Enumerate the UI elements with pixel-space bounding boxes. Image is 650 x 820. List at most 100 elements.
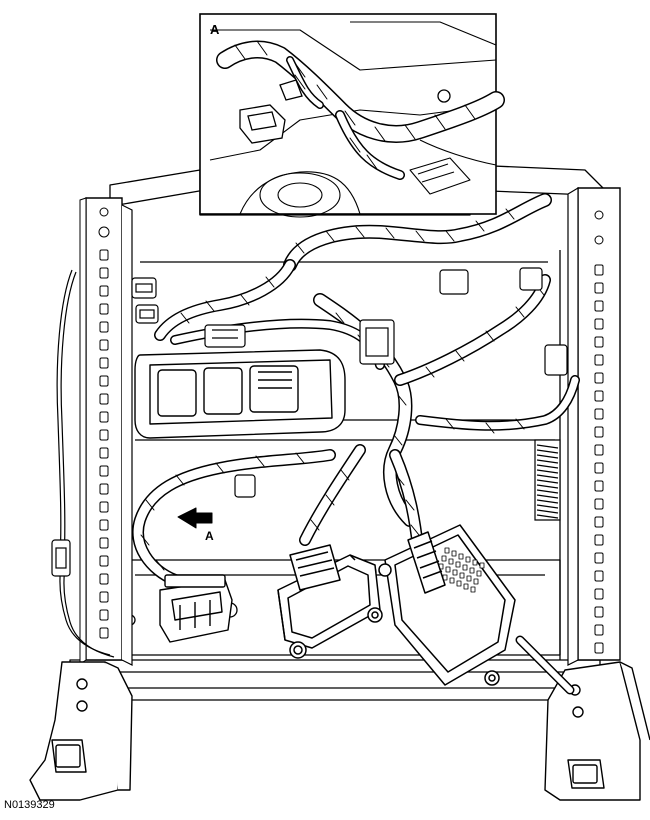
harness-tape <box>205 300 215 312</box>
rail-slot <box>594 408 604 420</box>
rail-slot <box>99 573 109 585</box>
module-pin <box>455 561 461 568</box>
harness-tape <box>515 306 525 318</box>
rail-slot <box>594 462 604 474</box>
module-pin <box>451 550 457 557</box>
rail-slot <box>99 357 109 369</box>
harness-tape <box>295 452 305 464</box>
lower-left-connector <box>159 574 233 643</box>
rail-slot <box>594 300 604 312</box>
harness-tape <box>455 350 465 362</box>
rail-slot <box>594 516 604 528</box>
rail-slot <box>594 588 604 600</box>
rail-slot <box>594 372 604 384</box>
rail-slot <box>594 282 604 294</box>
harness-tape <box>405 499 415 511</box>
callout-arrow-a: A <box>177 507 214 543</box>
harness-tape <box>355 226 365 238</box>
worm-gear <box>534 439 561 521</box>
harness-tape <box>294 74 306 90</box>
right-control-module <box>378 524 516 686</box>
harness-tape <box>310 519 320 531</box>
rail-slot <box>99 465 109 477</box>
rail-slot <box>594 390 604 402</box>
rail-slot <box>99 393 109 405</box>
module-pin <box>472 559 478 566</box>
module-pin <box>462 564 468 571</box>
right-seat-track <box>567 186 621 666</box>
module-pin <box>466 575 472 582</box>
rail-slot <box>99 591 109 603</box>
harness-tape <box>294 62 306 78</box>
rail-slot <box>99 519 109 531</box>
left-mount-bracket <box>29 661 133 801</box>
rail-slot <box>99 429 109 441</box>
harness-tape <box>397 394 407 406</box>
harness-tape <box>175 474 185 486</box>
module-pin <box>441 555 447 562</box>
module-pin <box>470 586 476 593</box>
rail-slot <box>99 267 109 279</box>
rail-slot <box>99 537 109 549</box>
module-pin <box>452 569 458 576</box>
harness-tape <box>415 230 425 242</box>
left-control-module <box>277 544 383 659</box>
harness-tape <box>445 418 455 430</box>
harness-tape <box>425 366 435 378</box>
rail-slot <box>594 642 604 654</box>
harness-tape <box>215 462 225 474</box>
module-pin <box>456 580 462 587</box>
left-connectors <box>131 267 568 498</box>
module-pin <box>463 583 469 590</box>
harness-tape <box>256 40 268 56</box>
rail-slot <box>594 264 604 276</box>
rail-slot <box>594 426 604 438</box>
module-pin <box>459 572 465 579</box>
harness-tape <box>325 494 335 506</box>
rail-slot <box>99 321 109 333</box>
rail-slot <box>99 285 109 297</box>
rail-slot <box>99 249 109 261</box>
harness-tape <box>335 312 345 324</box>
rail-slot <box>594 444 604 456</box>
harness-tape <box>325 230 335 242</box>
module-pin <box>469 567 475 574</box>
rail-slot <box>594 534 604 546</box>
harness-tape <box>475 220 485 232</box>
harness-tape <box>485 422 495 434</box>
rail-slot <box>99 627 109 639</box>
rail-slot <box>99 555 109 567</box>
module-pin <box>448 558 454 565</box>
rail-slot <box>594 480 604 492</box>
inset-label: A <box>210 22 220 37</box>
harness-tape <box>464 104 476 120</box>
rail-slot <box>594 336 604 348</box>
harness-tape <box>515 418 525 430</box>
detail-inset: A <box>199 13 505 218</box>
harness-tape <box>410 524 420 536</box>
harness-tape <box>240 294 250 306</box>
wiring-harness <box>132 193 580 695</box>
harness-tape <box>404 124 416 140</box>
harness-tape <box>255 455 265 467</box>
module-pin <box>458 553 464 560</box>
harness-tape <box>234 44 246 60</box>
harness-tape <box>316 84 328 100</box>
rail-slot <box>99 483 109 495</box>
rail-slot <box>594 606 604 618</box>
rail-slot <box>99 411 109 423</box>
module-pin <box>476 570 482 577</box>
rail-slot <box>594 570 604 582</box>
harness-tape <box>265 276 275 288</box>
rail-slot <box>594 318 604 330</box>
harness-tape <box>393 434 403 446</box>
harness-tape <box>145 499 155 511</box>
harness-tape <box>140 534 150 546</box>
module-pin <box>473 578 479 585</box>
rail-slot <box>99 339 109 351</box>
rail-slot <box>594 552 604 564</box>
harness-tape <box>340 469 350 481</box>
rail-slot <box>99 303 109 315</box>
rail-slot <box>99 375 109 387</box>
harness-tape <box>155 559 165 571</box>
